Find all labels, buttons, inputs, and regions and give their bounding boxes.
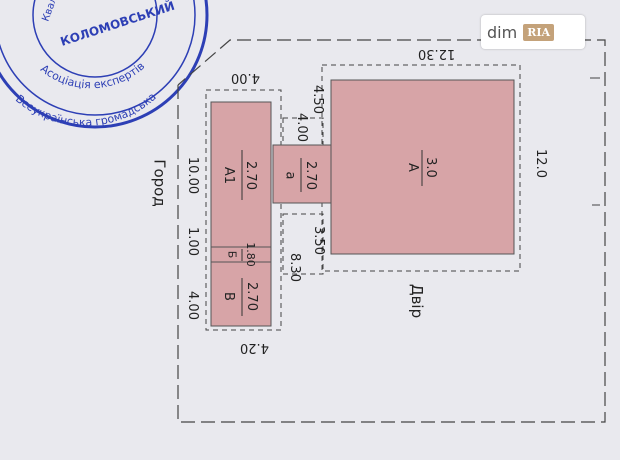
room-v — [210, 261, 272, 327]
label-yard: Двір — [408, 283, 427, 319]
room-a1 — [210, 101, 272, 248]
room-b-value: 1.80 — [243, 242, 257, 267]
room-a1-name: А1 — [221, 166, 237, 185]
room-a-small-value: 2.70 — [302, 161, 318, 190]
room-a-main-name: А — [404, 163, 420, 172]
stamp-text-1: Всеукраїнська громадська — [13, 90, 159, 129]
dim-top: 4.00 — [231, 70, 260, 85]
room-b — [210, 246, 272, 263]
room-a1-value: 2.70 — [242, 161, 258, 190]
seg-left-2: 1.00 — [184, 227, 200, 256]
dim-right-top: 12.30 — [418, 46, 456, 61]
room-b-name: Б — [225, 250, 239, 259]
dim-a-top: 4.50 — [309, 85, 325, 114]
stamp-text-3: КОЛОМОВСЬКИЙ — [58, 0, 176, 49]
watermark-logo: dim RIA — [481, 15, 585, 49]
label-garden: Город — [150, 159, 169, 207]
watermark-brand: dim — [487, 22, 518, 42]
room-a-main-value: 3.0 — [422, 157, 438, 178]
svg-text:Асоціація експертів: Асоціація експертів — [38, 59, 147, 91]
dim-right-side: 12.0 — [532, 149, 548, 178]
dim-gap-a: 8.30 — [286, 253, 302, 282]
room-v-value: 2.70 — [243, 282, 259, 311]
dim-left: 4.20 — [240, 340, 269, 355]
stamp-text-4: Кваліфікаційний — [40, 0, 81, 23]
room-v-name: В — [220, 292, 236, 301]
dim-a-small: 4.00 — [293, 113, 309, 142]
room-a-small-name: а — [282, 171, 298, 180]
stamp-text-2: Асоціація експертів — [38, 59, 147, 91]
svg-text:Всеукраїнська громадська: Всеукраїнська громадська — [13, 90, 159, 129]
rooms — [210, 79, 515, 327]
dim-gap-b: 3.50 — [310, 226, 326, 255]
seg-left-3: 10.00 — [185, 156, 201, 195]
watermark-badge: RIA — [523, 23, 555, 41]
lot-boundary — [177, 39, 606, 423]
seg-left-1: 4.00 — [184, 291, 200, 320]
stamp: Всеукраїнська громадська Асоціація експе… — [0, 0, 209, 129]
